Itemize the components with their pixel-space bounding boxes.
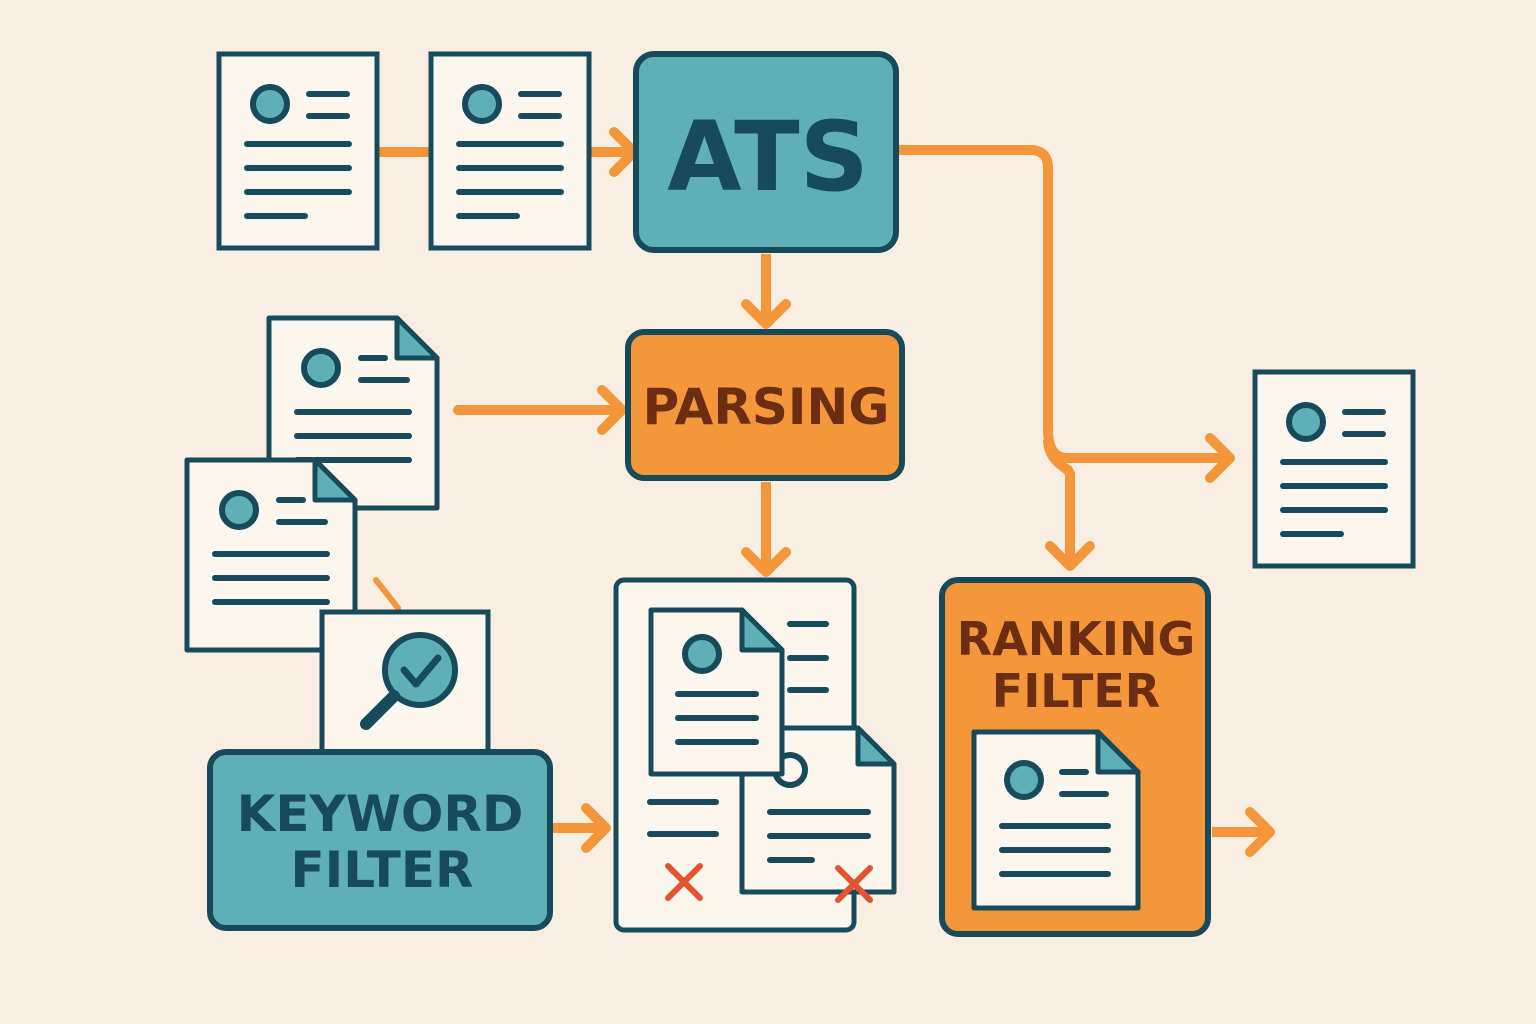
keyword-filter-label-line2: FILTER	[290, 841, 473, 899]
keyword-filter-label-line1: KEYWORD	[237, 785, 524, 843]
resume-icon	[219, 54, 377, 248]
arrow-right-icon	[1212, 812, 1270, 852]
keyword-filter-node: KEYWORD FILTER	[207, 749, 553, 931]
parsing-node: PARSING	[625, 329, 905, 481]
magnifier-check-icon	[360, 632, 458, 730]
screened-resumes	[613, 577, 897, 933]
resume-icon	[971, 729, 1141, 911]
ranking-filter-label-line2: FILTER	[992, 664, 1160, 718]
resume-icon	[431, 54, 589, 248]
arrow-down-icon	[746, 482, 786, 572]
arrow-down-icon	[746, 254, 786, 324]
arrow-right-icon	[590, 132, 634, 172]
parsing-label: PARSING	[643, 378, 890, 436]
ats-label: ATS	[667, 101, 868, 213]
keyword-scan-card	[319, 577, 491, 765]
arrow-right-icon	[552, 808, 606, 848]
ats-node: ATS	[633, 51, 899, 253]
ranking-filter-label-line1: RANKING	[957, 612, 1196, 666]
resume-icon	[648, 607, 785, 777]
resume-icon	[1255, 372, 1413, 566]
arrow-right-icon	[453, 390, 622, 430]
connectors	[378, 132, 1270, 852]
ranking-filter-node: RANKING FILTER	[939, 577, 1211, 937]
